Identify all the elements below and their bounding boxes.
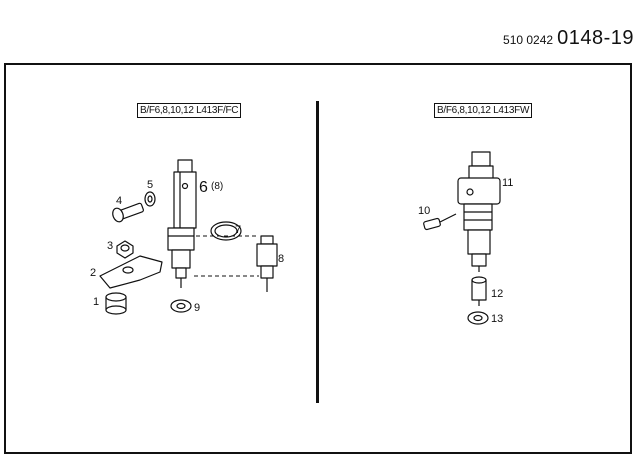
label-part-2: 2 (90, 267, 96, 279)
label-part-10: 10 (418, 205, 430, 217)
washer-part-9-hole (176, 302, 186, 310)
nozzle-part-8 (256, 235, 278, 292)
document-number: 510 0242 0148-19 (503, 28, 634, 48)
nozzle-part-12 (471, 276, 487, 306)
label-part-12: 12 (491, 288, 503, 300)
right-model-label: B/F6,8,10,12 L413FW (434, 103, 533, 118)
label-part-1: 1 (93, 296, 99, 308)
panel-divider (316, 101, 319, 403)
sleeve-part-1 (105, 292, 127, 315)
drawing-frame (4, 63, 632, 454)
injector-part-6 (167, 159, 197, 288)
label-part-11: 11 (502, 177, 513, 189)
clamp-part-2-hole (122, 266, 134, 274)
ring-part-7-inner (214, 224, 238, 238)
label-part-13: 13 (491, 313, 503, 325)
fitting-part-10 (423, 213, 457, 231)
document-number-prefix: 510 0242 (503, 33, 554, 47)
left-model-label: B/F6,8,10,12 L413F/FC (137, 103, 242, 118)
label-part-6: 6 (199, 179, 208, 196)
label-part-6-quantity: (8) (211, 181, 223, 192)
label-part-3: 3 (107, 240, 113, 252)
washer-part-13-hole (473, 314, 483, 322)
label-part-9: 9 (194, 302, 200, 314)
injector-part-11 (457, 151, 501, 272)
label-part-8: 8 (278, 253, 284, 265)
washer-part-5-hole (147, 195, 153, 203)
nut-part-3-hole (120, 244, 130, 252)
label-part-5: 5 (147, 179, 153, 191)
bolt-part-4 (112, 202, 144, 223)
document-number-main: 0148-19 (557, 27, 634, 49)
label-part-4: 4 (116, 195, 122, 207)
label-part-7: 7 (235, 224, 241, 236)
